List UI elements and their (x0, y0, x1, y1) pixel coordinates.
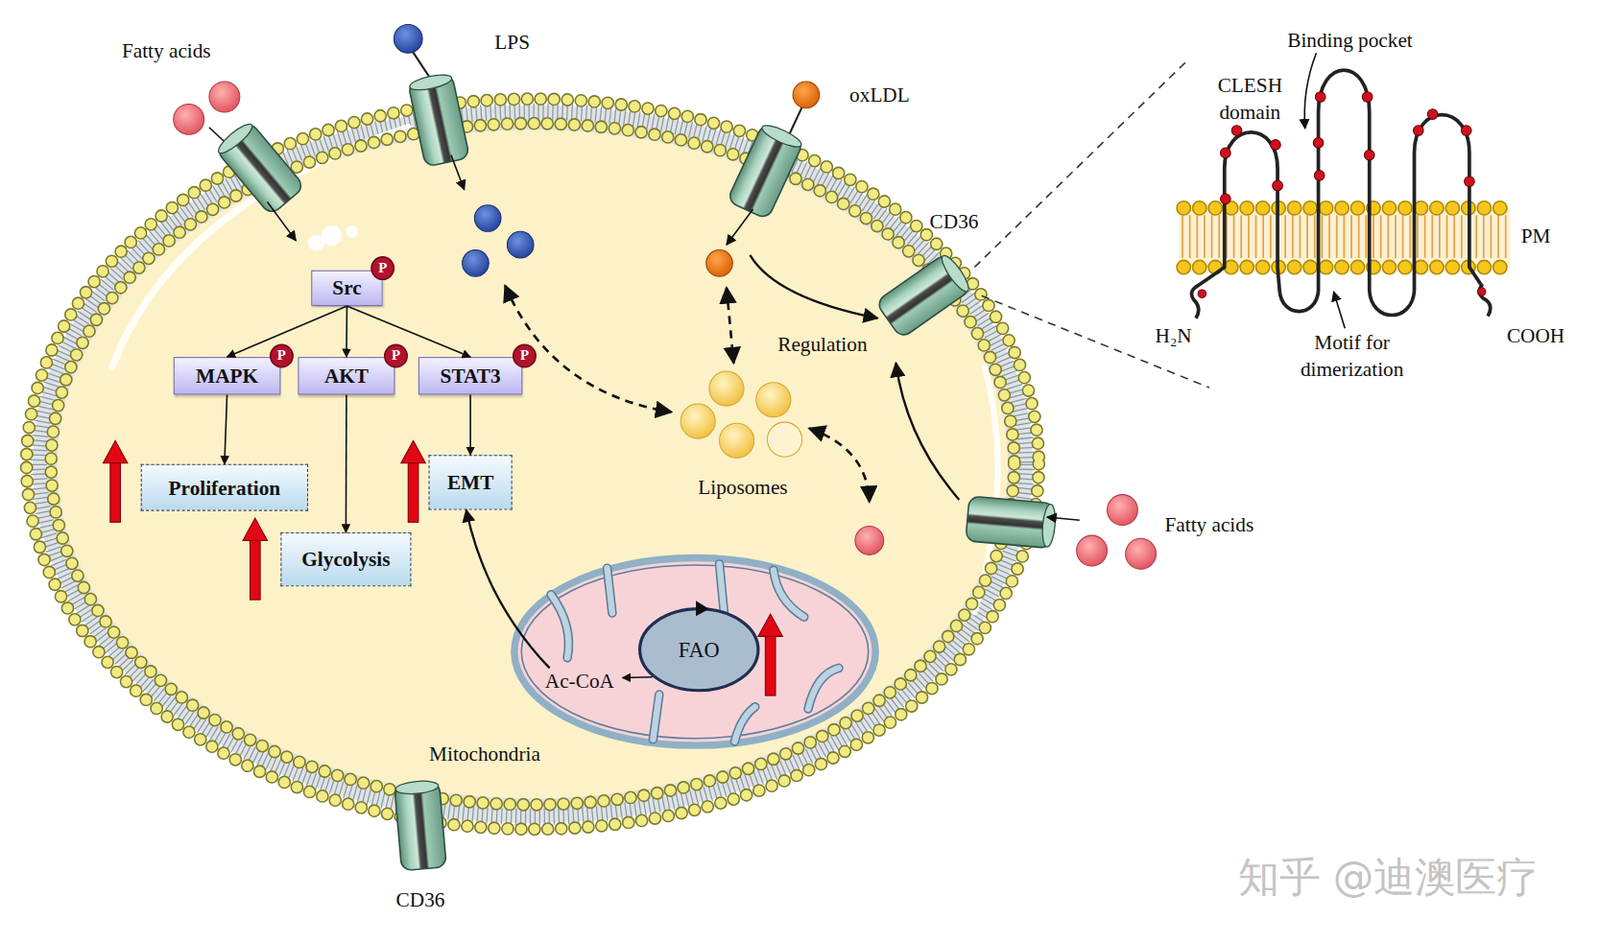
ligand-label: oxLDL (828, 81, 931, 110)
ligand-label: Fatty acids (1127, 511, 1291, 540)
kinase-box: STAT3P (418, 357, 523, 395)
connector-arrow (224, 394, 228, 464)
fao-ellipse: FAO (637, 607, 761, 693)
arrow-label: Regulation (756, 330, 889, 359)
callout-label: Motif for dimerization (1286, 328, 1419, 383)
receptor-label: CD36 (374, 886, 467, 915)
node-text: Src (332, 276, 361, 300)
metabolite-label: Ac-CoA (536, 668, 622, 693)
connector-arrow (345, 306, 348, 358)
node-text: P (378, 260, 387, 277)
terminus-label: H₂N (1137, 322, 1209, 351)
callout-label: Binding pocket (1247, 26, 1453, 55)
outcome-box: Glycolysis (280, 532, 411, 587)
connector-arrow (346, 306, 471, 358)
outcome-box: Proliferation (141, 464, 309, 512)
node-text: P (520, 348, 529, 365)
callout-label: CLESH domain (1204, 71, 1297, 126)
ligand-label: LPS (471, 28, 553, 57)
mitochondrion: MitochondriaFAOAc-CoA (510, 553, 881, 750)
phospho-badge: P (384, 344, 407, 367)
connector-arrow (469, 394, 472, 455)
kinase-box: SrcP (310, 270, 383, 307)
kinase-box: MAPKP (173, 357, 282, 395)
phospho-badge: P (270, 344, 293, 367)
node-text: P (277, 348, 287, 365)
connector-arrow (622, 676, 653, 679)
node-text: Proliferation (168, 476, 282, 500)
watermark: 知乎 @迪澳医疗 (1173, 850, 1600, 907)
node-text: P (391, 348, 401, 365)
organelle-label: Liposomes (671, 473, 815, 502)
node-text: EMT (447, 471, 494, 495)
connector-arrow (227, 306, 348, 358)
node-text: MAPK (195, 364, 259, 388)
node-text: AKT (324, 364, 369, 388)
outcome-box: EMT (429, 454, 513, 510)
membrane-label: PM (1504, 222, 1567, 251)
terminus-label: COOH (1489, 322, 1582, 351)
node-text: STAT3 (440, 364, 502, 388)
phospho-badge: P (371, 257, 394, 280)
node-text: Ac-CoA (545, 668, 615, 693)
receptor-label: CD36 (907, 208, 1001, 237)
node-text: Mitochondria (407, 742, 561, 766)
phospho-badge: P (513, 344, 536, 367)
ligand-label: Fatty acids (84, 36, 248, 65)
kinase-box: AKTP (297, 357, 395, 395)
connector-arrow (345, 394, 348, 533)
node-text: FAO (678, 637, 720, 664)
node-text: Glycolysis (301, 548, 390, 572)
connector-arrow (466, 510, 550, 669)
